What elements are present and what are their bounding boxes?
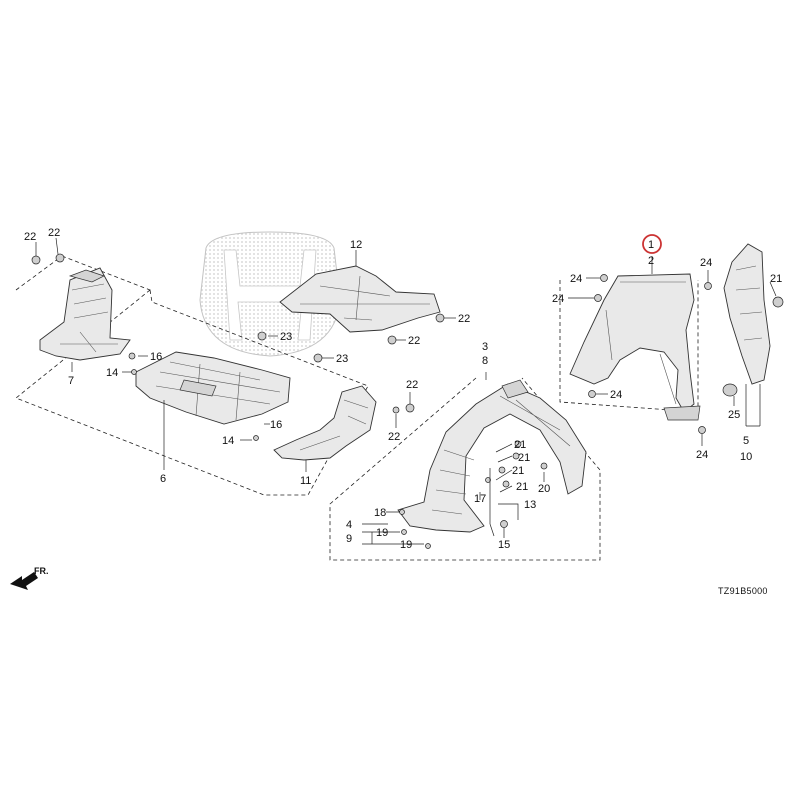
callout-24c: 24	[610, 389, 622, 401]
callout-21d: 21	[516, 481, 528, 493]
callout-22c: 22	[458, 313, 470, 325]
callout-4: 4	[346, 519, 352, 531]
callout-21a: 21	[514, 439, 526, 451]
callout-13: 13	[524, 499, 536, 511]
part-11-splash-guard	[273, 385, 377, 461]
callout-2: 2	[648, 255, 654, 267]
callout-24a: 24	[570, 273, 582, 285]
callout-24e: 24	[696, 449, 708, 461]
callout-21e: 21	[770, 273, 782, 285]
part-1-2-front-fender	[569, 273, 701, 421]
callout-19a: 19	[376, 527, 388, 539]
callout-23b: 23	[336, 353, 348, 365]
callout-21b: 21	[518, 452, 530, 464]
callout-16a: 16	[150, 351, 162, 363]
front-direction-arrow: FR.	[10, 566, 49, 590]
callout-19b: 19	[400, 539, 412, 551]
callout-22d: 22	[408, 335, 420, 347]
part-6-engine-under-cover	[135, 351, 291, 425]
callout-14a: 14	[106, 367, 118, 379]
callout-6: 6	[160, 473, 166, 485]
callout-17: 17	[474, 493, 486, 505]
callout-14b: 14	[222, 435, 234, 447]
callout-22b: 22	[48, 227, 60, 239]
callout-10: 10	[740, 451, 752, 463]
callout-22a: 22	[24, 231, 36, 243]
callout-16b: 16	[270, 419, 282, 431]
callout-24d: 24	[700, 257, 712, 269]
group-boundary-1-2	[559, 280, 699, 413]
callout-21c: 21	[512, 465, 524, 477]
leader-lines	[35, 237, 777, 545]
callout-labels: 1 2 3 4 5 6 7 8 9 10 11 12 13 14 14 15 1…	[24, 227, 782, 551]
callout-5: 5	[743, 435, 749, 447]
part-21-clip	[772, 296, 784, 308]
callout-15: 15	[498, 539, 510, 551]
callout-22e: 22	[406, 379, 418, 391]
callout-12: 12	[350, 239, 362, 251]
callout-11: 11	[300, 475, 311, 487]
callout-3: 3	[482, 341, 488, 353]
callout-18: 18	[374, 507, 386, 519]
callout-9: 9	[346, 533, 352, 545]
group-boundary-6	[15, 255, 369, 496]
callout-25: 25	[728, 409, 740, 421]
callout-7: 7	[68, 375, 74, 387]
callout-23a: 23	[280, 331, 292, 343]
callout-1: 1	[648, 239, 654, 251]
part-25-grommet	[722, 383, 738, 397]
callout-22f: 22	[388, 431, 400, 443]
callout-20: 20	[538, 483, 550, 495]
callout-24b: 24	[552, 293, 564, 305]
callout-8: 8	[482, 355, 488, 367]
highlight-circle	[642, 234, 662, 254]
part-3-8-inner-fender	[397, 379, 587, 533]
direction-label: FR.	[34, 566, 49, 576]
fasteners	[31, 253, 712, 549]
diagram-code: TZ91B5000	[718, 586, 768, 596]
part-7-under-cover	[39, 267, 131, 361]
part-5-10-fender-bracket	[723, 243, 771, 385]
